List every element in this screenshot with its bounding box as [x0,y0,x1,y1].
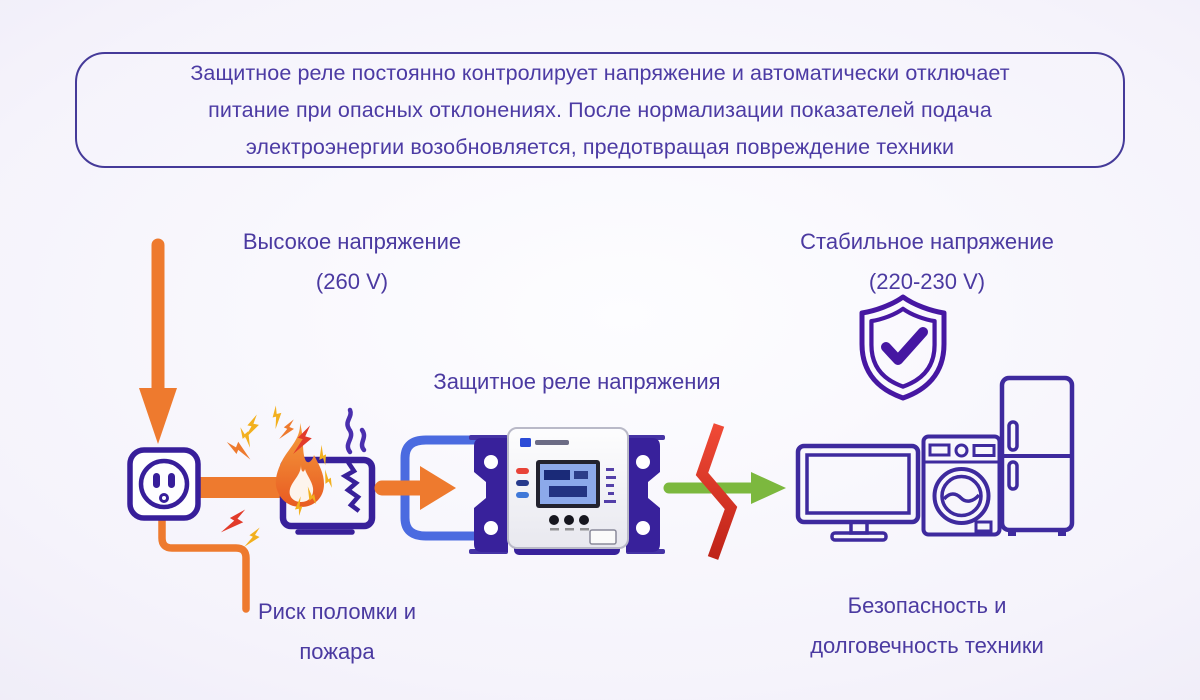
brand-logo [520,438,569,447]
fire-icon [275,423,324,507]
burning-tv-icon [210,405,392,560]
control-buttons [549,515,589,531]
label-risk: Риск поломки и пожара [257,599,417,664]
washing-machine-icon [921,434,1002,537]
power-outlet-icon [126,446,202,524]
arrow-down-icon [136,238,180,450]
scale-ticks [604,468,616,503]
status-leds [516,468,529,498]
din-wings [469,435,665,554]
power-flow-bar [198,477,294,498]
banner-line: питание при опасных отклонениях. После н… [208,97,992,122]
shield-check-icon [853,294,953,402]
monitor-icon [795,443,923,543]
lcd-display [536,460,600,508]
label-safety: Безопасность и долговечность техники [810,593,1044,658]
banner-line: электроэнергии возобновляется, предотвра… [245,134,955,159]
label-window [589,529,617,545]
lightning-bolt-icon [695,423,738,560]
description-banner: Защитное реле постоянно контролирует нап… [75,52,1125,168]
banner-line: Защитное реле постоянно контролирует нап… [190,60,1010,85]
label-stable-voltage: Стабильное напряжение (220-230 V) [800,229,1054,294]
checkmark-icon [881,327,928,365]
arrow-right-icon [374,462,458,514]
blocked-surge-icon [658,420,793,562]
smoke-icon [345,407,367,455]
power-cord-icon [140,518,260,614]
label-high-voltage: Высокое напряжение (260 V) [242,229,462,294]
label-relay-title: Защитное реле напряжения [433,369,721,394]
voltage-relay-icon [468,420,666,570]
fridge-icon [999,375,1076,539]
